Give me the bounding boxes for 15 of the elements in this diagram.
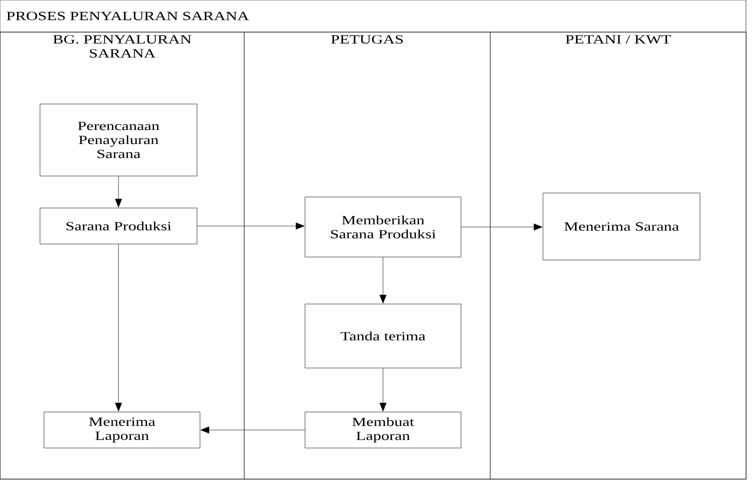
arrow bbox=[197, 222, 304, 230]
process-box: Menerima Laporan bbox=[44, 412, 200, 448]
arrow bbox=[461, 224, 542, 230]
arrow bbox=[380, 368, 386, 412]
arrow bbox=[380, 257, 386, 304]
process-box: Menerima Sarana bbox=[542, 192, 700, 260]
arrow bbox=[115, 176, 122, 208]
title: PROSES PENYALURAN SARANA bbox=[6, 12, 249, 20]
process-box: Sarana Produksi bbox=[40, 208, 198, 244]
arrow bbox=[200, 426, 305, 434]
process-box: Perencanaan Penayaluran Sarana bbox=[40, 104, 198, 176]
arrow bbox=[115, 244, 122, 412]
process-box: Membuat Laporan bbox=[304, 412, 462, 448]
process-box: Tanda terima bbox=[304, 304, 462, 368]
process-box: Memberikan Sarana Produksi bbox=[304, 196, 462, 258]
